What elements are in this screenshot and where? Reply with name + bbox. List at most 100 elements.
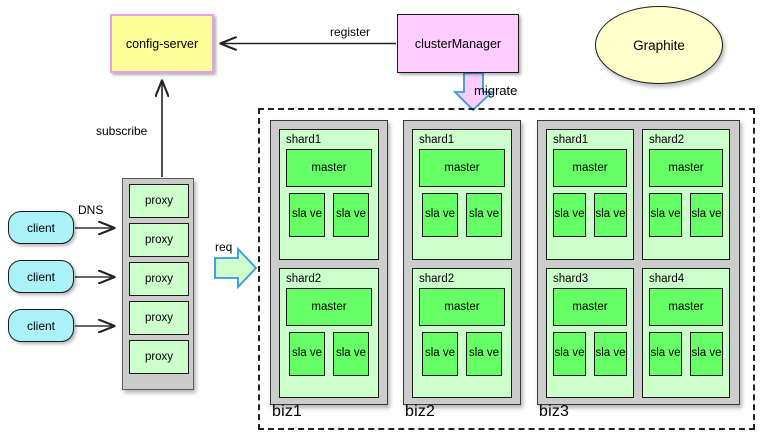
slave-label: sla ve [554,208,585,221]
slave-node[interactable]: sla ve [333,331,369,376]
slave-node[interactable]: sla ve [690,331,723,376]
migrate-edge-label: migrate [474,83,518,98]
slave-label: sla ve [691,208,722,221]
master-label: master [444,300,480,313]
shard-title: shard2 [649,134,685,146]
master-label: master [572,162,608,174]
master-node[interactable]: master [649,149,723,187]
slave-row: sla ve sla ve [419,331,505,376]
master-node[interactable]: master [286,287,372,326]
master-label: master [311,162,347,174]
client-node-2[interactable]: client [8,260,74,293]
client-label: client [26,269,55,284]
cluster-manager-label: clusterManager [414,36,502,51]
client-node-3[interactable]: client [8,309,74,342]
slave-node[interactable]: sla ve [333,193,369,237]
client-label: client [26,318,55,333]
proxy-node-5[interactable]: proxy [129,340,189,374]
master-node[interactable]: master [649,287,723,326]
slave-label: sla ve [424,208,456,221]
master-label: master [444,162,480,174]
cluster-manager-node[interactable]: clusterManager [397,14,519,73]
slave-label: sla ve [468,208,500,221]
proxy-label: proxy [144,351,174,363]
master-label: master [668,162,704,174]
slave-label: sla ve [595,208,626,221]
shard-container[interactable]: shard1 master sla ve sla ve [412,129,512,260]
slave-node[interactable]: sla ve [466,331,502,376]
slave-row: sla ve sla ve [286,193,372,237]
slave-label: sla ve [291,208,323,221]
proxy-label: proxy [144,273,174,285]
slave-label: sla ve [424,346,456,359]
shard-title: shard1 [553,134,589,146]
slave-node[interactable]: sla ve [649,193,682,237]
proxy-node-2[interactable]: proxy [129,223,189,257]
slave-node[interactable]: sla ve [594,193,627,237]
slave-node[interactable]: sla ve [690,193,723,237]
slave-node[interactable]: sla ve [649,331,682,376]
slave-node[interactable]: sla ve [553,331,586,376]
shard-title: shard1 [419,134,455,146]
subscribe-edge-label: subscribe [96,124,148,138]
slave-row: sla ve sla ve [553,193,627,237]
master-node[interactable]: master [553,287,627,326]
req-block-arrow [214,246,258,290]
master-label: master [668,300,704,313]
slave-node[interactable]: sla ve [594,331,627,376]
shard-container[interactable]: shard2 master sla ve sla ve [642,129,730,260]
slave-node[interactable]: sla ve [289,331,325,376]
proxy-label: proxy [144,234,174,246]
client-label: client [26,220,55,235]
slave-node[interactable]: sla ve [422,193,458,237]
master-node[interactable]: master [553,149,627,187]
slave-row: sla ve sla ve [553,331,627,376]
biz-group-label-biz2: biz2 [405,403,436,420]
master-node[interactable]: master [419,149,505,187]
slave-row: sla ve sla ve [649,193,723,237]
dns-edge-label: DNS [78,203,104,217]
proxy-node-1[interactable]: proxy [129,184,189,218]
master-label: master [572,300,608,313]
graphite-label: Graphite [633,37,685,53]
proxy-node-4[interactable]: proxy [129,301,189,335]
slave-node[interactable]: sla ve [553,193,586,237]
proxy-stack-group: proxy proxy proxy proxy proxy [122,178,194,390]
proxy-label: proxy [144,195,174,207]
proxy-node-3[interactable]: proxy [129,262,189,296]
slave-label: sla ve [650,208,681,221]
slave-label: sla ve [468,346,500,359]
config-server-label: config-server [125,36,199,51]
slave-node[interactable]: sla ve [422,331,458,376]
register-edge-label: register [330,25,371,39]
req-edge-label: req [215,240,233,254]
slave-row: sla ve sla ve [419,193,505,237]
biz-group-label-biz3: biz3 [539,403,570,420]
slave-label: sla ve [650,346,681,359]
shard-container[interactable]: shard1 master sla ve sla ve [279,129,379,260]
slave-row: sla ve sla ve [649,331,723,376]
slave-label: sla ve [335,208,367,221]
graphite-node[interactable]: Graphite [595,6,723,84]
shard-container[interactable]: shard1 master sla ve sla ve [546,129,634,260]
slave-node[interactable]: sla ve [466,193,502,237]
slave-label: sla ve [335,346,367,359]
biz-group-label-biz1: biz1 [272,403,303,420]
master-node[interactable]: master [419,287,505,326]
biz-group-biz3: shard1 master sla ve sla ve shard2 master sla … [537,120,740,405]
shard-title: shard1 [286,134,322,146]
slave-label: sla ve [691,346,722,359]
proxy-label: proxy [144,312,174,324]
slave-label: sla ve [595,346,626,359]
master-node[interactable]: master [286,149,372,187]
slave-label: sla ve [291,346,323,359]
config-server-node[interactable]: config-server [110,14,214,73]
slave-node[interactable]: sla ve [289,193,325,237]
client-node-1[interactable]: client [8,211,74,244]
